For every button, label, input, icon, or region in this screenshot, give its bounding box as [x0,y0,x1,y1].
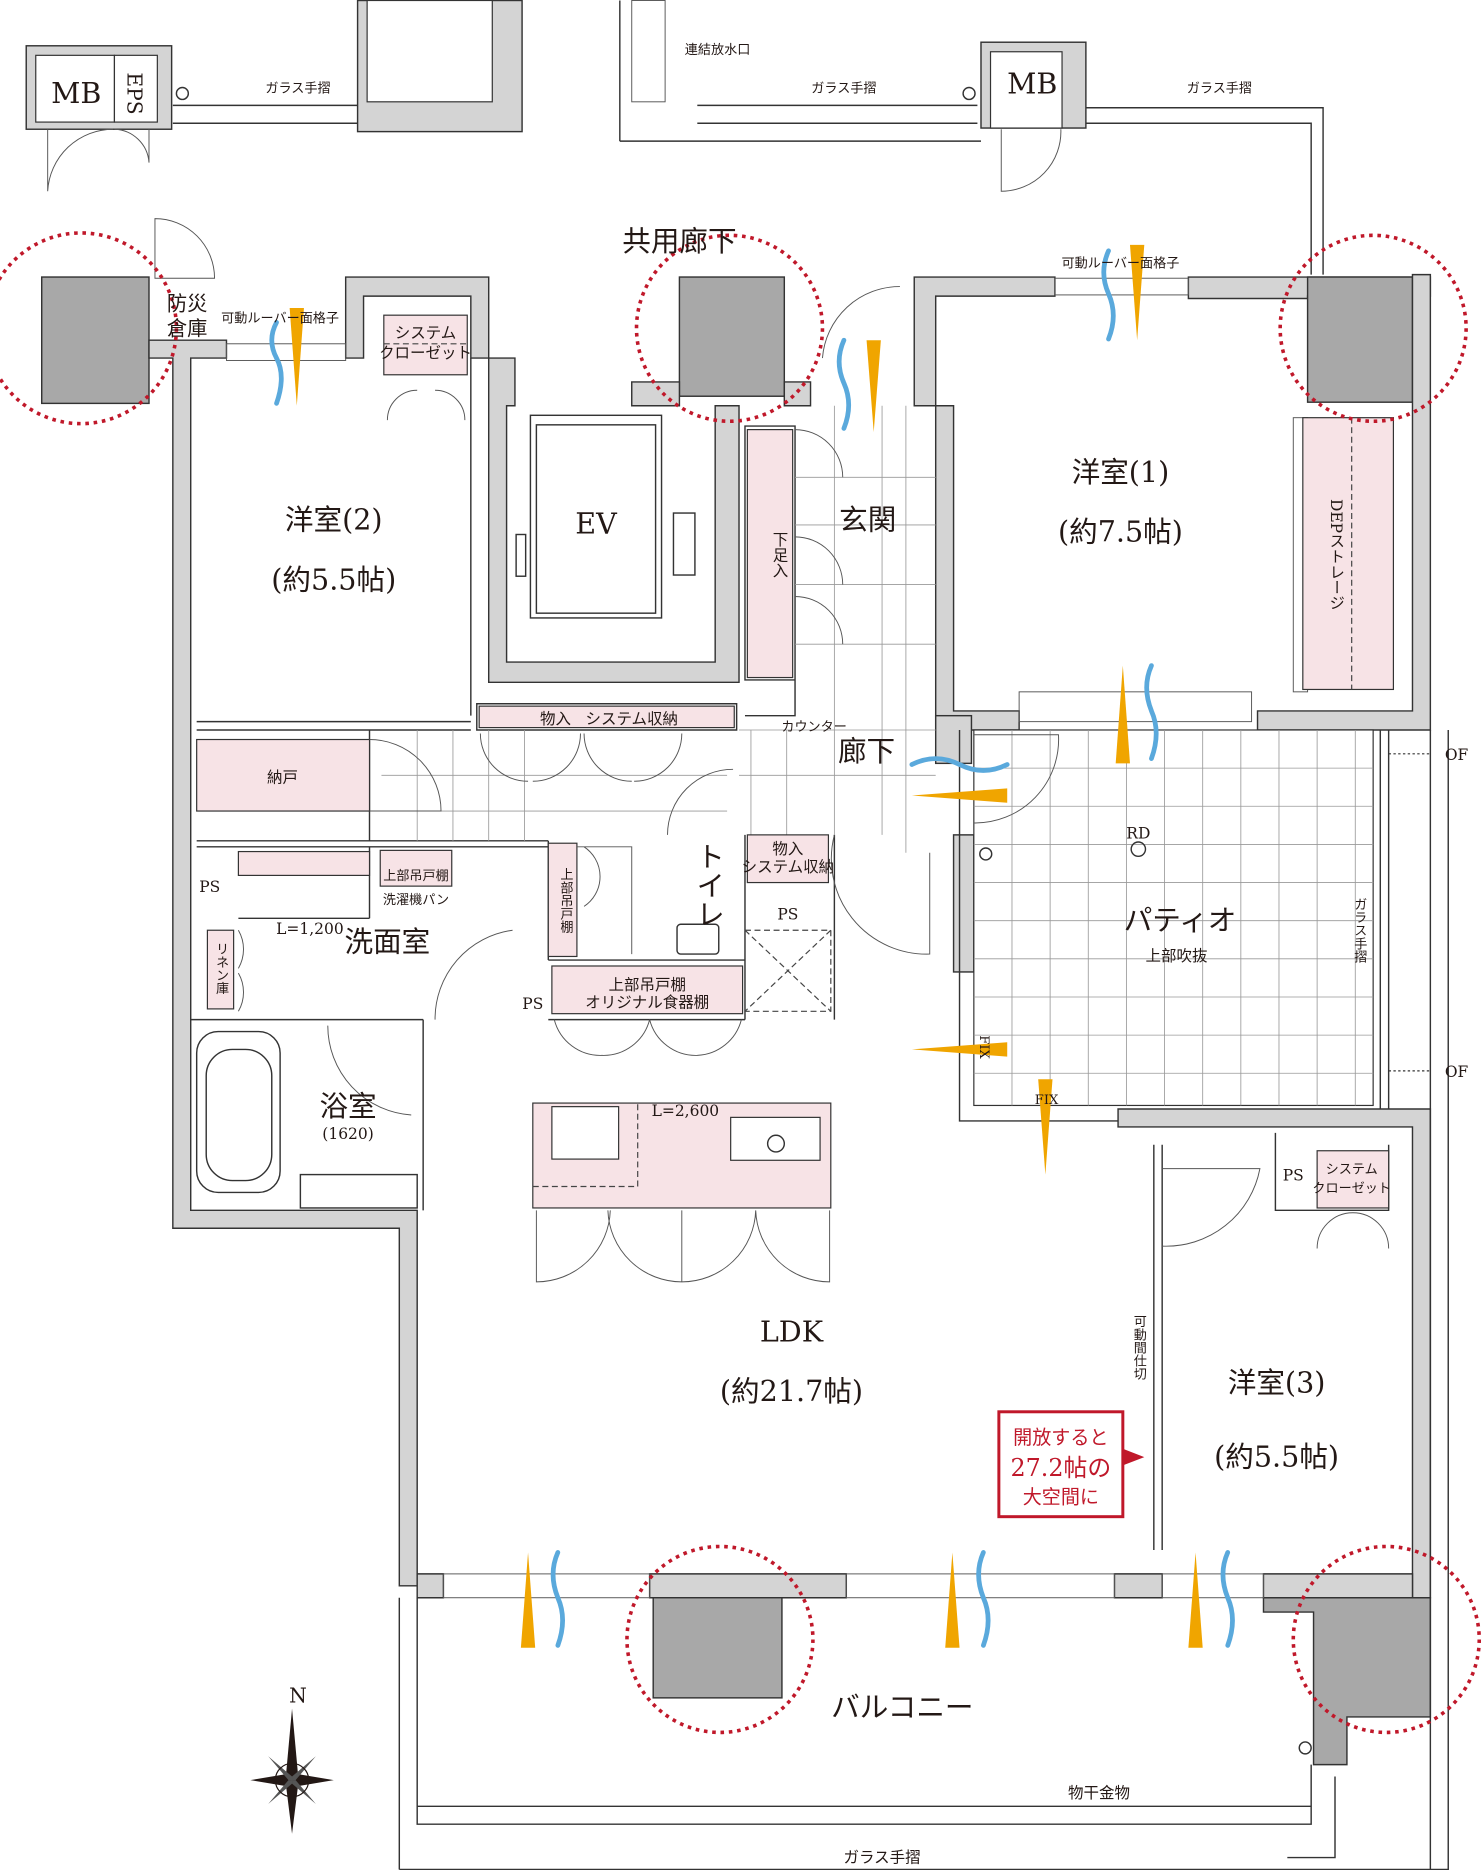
washroom-label: 洗面室 [344,925,430,959]
glass-rail-label: ガラス手摺 [811,80,876,96]
toilet-label: トイレ [692,842,726,928]
fix-label: FIX [1035,1093,1059,1108]
mb-label: MB [51,76,101,110]
louver-label: 可動ルーバー面格子 [221,310,339,326]
system-storage-label: システム収納 [586,710,678,728]
glass-rail-label: ガラス手摺 [1187,80,1252,96]
system-closet-label: システム [1326,1162,1378,1177]
western3-size: (約5.5帖) [1214,1440,1339,1474]
hallway-label: 廊下 [838,734,895,768]
glass-rail-label: ガラス手摺 [843,1848,920,1866]
system-storage-label: システム収納 [742,858,834,876]
rd-label: RD [1126,824,1150,842]
mb-label: MB [1007,66,1057,100]
western1-size: (約7.5帖) [1058,515,1183,549]
bathroom-size: (1620) [322,1125,374,1143]
glass-rail-label: ガラス手摺 [1351,897,1367,963]
length-1200-label: L=1,200 [276,920,344,938]
western3-name: 洋室(3) [1228,1366,1326,1400]
washer-pan-label: 洗濯機パン [383,892,449,908]
fire-outlet-label: 連結放水口 [685,42,751,58]
movable-partition-label: 可動間仕切 [1131,1315,1147,1382]
linen-closet-label: リネン庫 [213,942,229,995]
of-label: OF [1445,746,1469,764]
callout-line-3: 大空間に [1023,1487,1099,1509]
ldk-size: (約21.7帖) [720,1374,863,1408]
dep-storage-label: DEPストレージ [1327,499,1345,611]
ps-label: PS [522,995,543,1013]
entrance-label: 玄関 [839,503,896,537]
patio-grid [958,729,1431,1122]
western1-name: 洋室(1) [1072,455,1170,489]
open-space-callout: 開放すると 27.2帖の 大空間に [997,1410,1145,1519]
bathroom-label: 浴室 [319,1089,376,1123]
fix-label: FIX [976,1035,991,1059]
compass-icon [250,1708,334,1834]
western2-size: (約5.5帖) [271,562,396,596]
storeroom-label: 納戸 [267,768,298,786]
storage-label: 物入 [540,710,571,728]
storage-label: 物入 [772,840,803,858]
airflow-icons [269,244,1235,1648]
drying-hardware-label: 物干金物 [1068,1784,1130,1802]
louver-label: 可動ルーバー面格子 [1062,255,1180,271]
hallway-grid [381,405,936,853]
callout-line-1: 開放すると [1013,1427,1108,1449]
highlight-circles [0,231,1482,1735]
ps-label: PS [777,906,798,924]
walls [41,273,1449,1870]
western2-name: 洋室(2) [285,503,383,537]
common-corridor-label: 共用廊下 [622,224,736,258]
patio-sub-label: 上部吹抜 [1146,947,1208,965]
original-cupboard-label: オリジナル食器棚 [585,994,709,1012]
system-closet-label: クローゼット [379,344,472,362]
ev-label: EV [575,506,618,540]
counter-label: カウンター [781,719,847,735]
glass-rail-label: ガラス手摺 [265,80,330,96]
doors [154,218,1390,1283]
top-structures [25,0,1324,275]
of-label: OF [1445,1063,1469,1081]
callout-line-2: 27.2帖の [1010,1454,1111,1482]
ps-label: PS [199,878,220,896]
length-2600-label: L=2,600 [652,1102,720,1120]
upper-cabinet-label: 上部吊戸棚 [609,976,686,994]
upper-cabinet-label: 上部吊戸棚 [557,867,573,933]
disaster-storage-label-1: 防災 [167,291,208,315]
north-label: N [289,1684,307,1708]
system-closet-label: クローゼット [1312,1180,1391,1196]
disaster-storage-label-2: 倉庫 [167,316,208,340]
ps-label: PS [1283,1167,1304,1185]
shoe-storage-label: 下足入 [771,532,789,578]
ldk-label: LDK [760,1314,824,1348]
balcony-label: バルコニー [831,1690,973,1724]
storage-units [196,314,1395,1209]
patio-label: パティオ [1124,903,1237,937]
upper-cabinet-label: 上部吊戸棚 [383,868,449,884]
fixtures [175,86,1312,1755]
eps-label: EPS [123,72,147,114]
labels: 共用廊下 防災 倉庫 可動ルーバー面格子 可動ルーバー面格子 システム クローゼ… [51,42,1468,1866]
system-closet-label: システム [395,324,456,342]
